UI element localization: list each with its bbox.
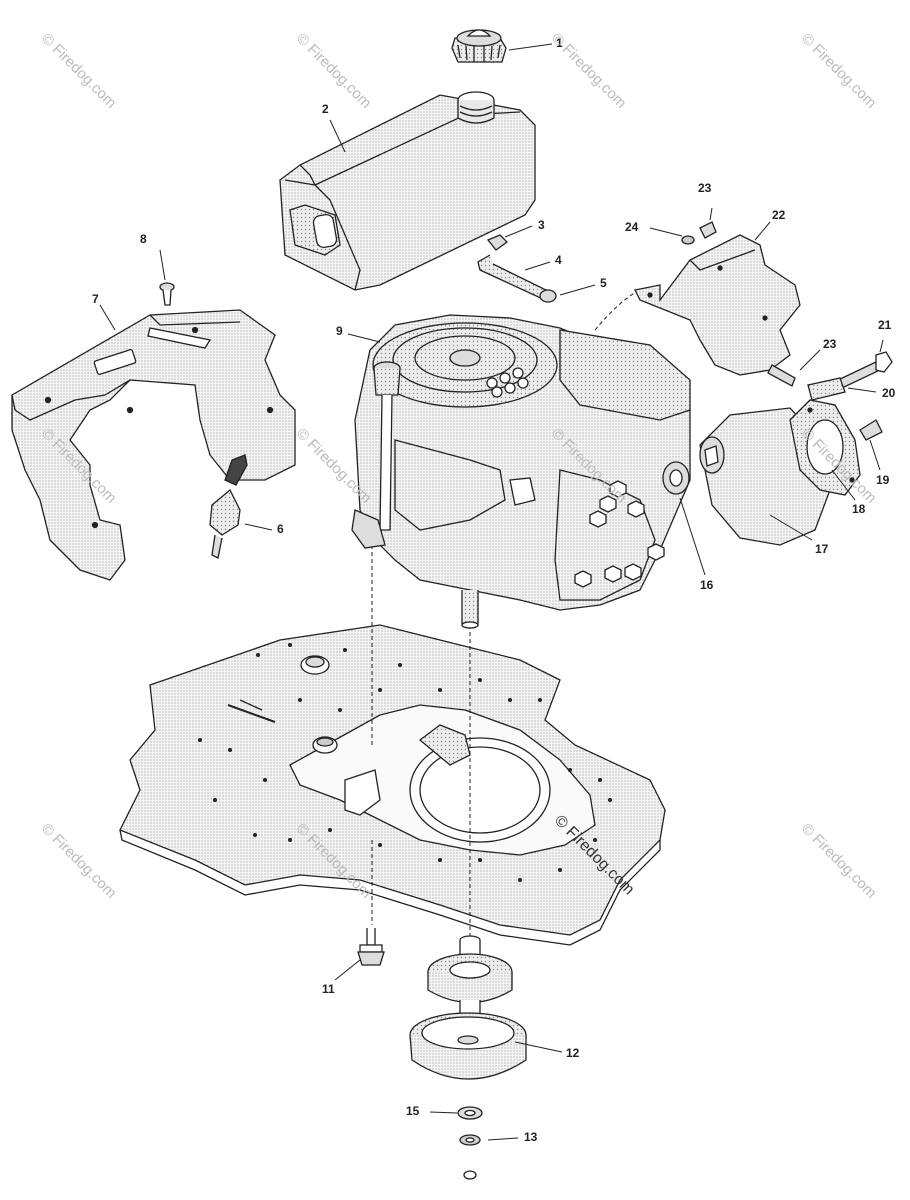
bolt-21 bbox=[837, 351, 893, 389]
screw-8 bbox=[159, 282, 175, 306]
fuel-cap bbox=[451, 29, 507, 63]
callout-3: 3 bbox=[538, 218, 545, 232]
callout-13: 13 bbox=[524, 1130, 538, 1144]
callout-23-right: 23 bbox=[823, 337, 837, 351]
callout-20: 20 bbox=[882, 386, 896, 400]
callout-4: 4 bbox=[555, 253, 562, 267]
control-bracket bbox=[11, 309, 296, 581]
heat-shield bbox=[634, 234, 801, 376]
throttle-control bbox=[209, 454, 248, 559]
fuel-tank bbox=[279, 91, 536, 291]
pulley-lower bbox=[409, 1000, 527, 1080]
screw-23-right bbox=[767, 364, 796, 387]
screws-23-24 bbox=[681, 221, 717, 245]
leader-lines bbox=[99, 43, 884, 1141]
callout-11: 11 bbox=[322, 982, 335, 996]
pulley-upper bbox=[427, 935, 513, 1004]
callout-5: 5 bbox=[600, 276, 607, 290]
washer-15 bbox=[457, 1106, 483, 1120]
callout-19: 19 bbox=[876, 473, 890, 487]
muffler-flange bbox=[789, 399, 861, 496]
engine bbox=[351, 314, 691, 629]
callout-8: 8 bbox=[140, 232, 147, 246]
mower-deck bbox=[119, 624, 666, 946]
callout-16: 16 bbox=[700, 578, 714, 592]
callout-24: 24 bbox=[625, 220, 639, 234]
callout-17: 17 bbox=[815, 542, 829, 556]
gasket-16 bbox=[662, 461, 690, 495]
callout-18: 18 bbox=[852, 502, 866, 516]
bolt-11 bbox=[357, 928, 385, 966]
callout-15: 15 bbox=[406, 1104, 420, 1118]
washer-13 bbox=[459, 1134, 481, 1146]
callout-6: 6 bbox=[277, 522, 284, 536]
callout-2: 2 bbox=[322, 102, 329, 116]
nut-bottom bbox=[463, 1170, 477, 1180]
callout-21: 21 bbox=[878, 318, 892, 332]
callout-23-top: 23 bbox=[698, 181, 712, 195]
fuel-line bbox=[477, 234, 557, 303]
bolt-19 bbox=[859, 419, 883, 441]
spacer-20 bbox=[807, 377, 846, 401]
callout-7: 7 bbox=[92, 292, 99, 306]
callout-9: 9 bbox=[336, 324, 343, 338]
callout-12: 12 bbox=[566, 1046, 580, 1060]
callout-22: 22 bbox=[772, 208, 786, 222]
callout-1: 1 bbox=[556, 36, 563, 50]
